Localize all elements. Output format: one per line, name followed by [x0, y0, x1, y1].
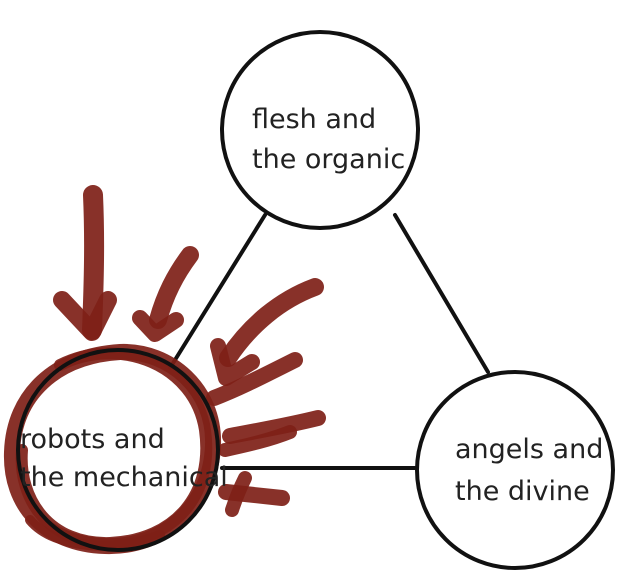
node-robots: robots and the mechanical — [16, 348, 228, 552]
node-label-line: angels and — [455, 434, 603, 465]
nodes: flesh and the organic robots and the mec… — [16, 30, 615, 570]
scribble-arrow-5 — [222, 410, 326, 444]
node-circle-angels — [415, 370, 615, 570]
node-label-angels: angels and the divine — [455, 434, 612, 507]
node-label-flesh: flesh and the organic — [252, 104, 405, 175]
scribble-arrow-8 — [225, 471, 252, 517]
node-label-line: robots and — [20, 424, 165, 455]
scribble-arrow-3 — [219, 278, 324, 367]
node-angels: angels and the divine — [415, 370, 615, 570]
node-circle-robots — [16, 348, 220, 552]
node-label-line: the mechanical — [20, 462, 228, 493]
node-label-line: flesh and — [252, 104, 376, 135]
scribble-arrow-7 — [218, 484, 290, 506]
edge-flesh-angels — [393, 213, 490, 374]
node-flesh: flesh and the organic — [220, 30, 420, 230]
node-label-robots: robots and the mechanical — [20, 424, 228, 493]
edges — [168, 213, 490, 470]
node-label-line: the divine — [455, 476, 590, 507]
edge-flesh-robots — [168, 213, 267, 370]
scribble-arrowhead-1 — [53, 291, 117, 341]
node-label-line: the organic — [252, 144, 405, 175]
scribble-arrow-2 — [149, 246, 199, 329]
node-circle-flesh — [220, 30, 420, 230]
scribble-arrowhead-3 — [210, 338, 260, 386]
scribble-arrow-4 — [206, 352, 303, 406]
scribble-arrowhead-2 — [132, 310, 184, 342]
scribble-arrow-6 — [218, 425, 297, 457]
